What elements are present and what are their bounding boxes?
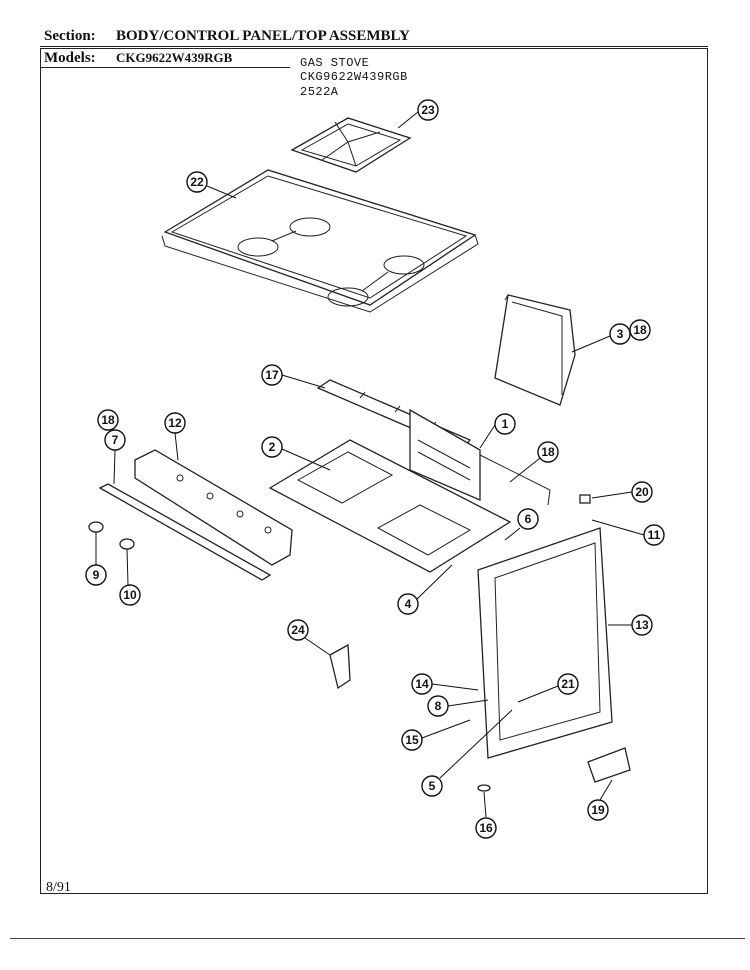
callout-20[interactable]: 20 [591,481,653,503]
diagram-frame [40,48,708,894]
svg-text:12: 12 [168,416,182,430]
callout-10[interactable]: 10 [119,548,141,606]
side-panel-part [494,294,576,406]
callout-15[interactable]: 15 [401,719,471,751]
svg-text:22: 22 [190,175,204,189]
clip-20-part [579,494,591,504]
svg-text:6: 6 [525,512,532,526]
callout-2[interactable]: 2 [261,436,331,471]
section-label: Section: [44,28,96,44]
subtitle-line2: CKG9622W439RGB [300,70,408,84]
callout-6[interactable]: 6 [504,508,539,541]
svg-text:2: 2 [269,440,276,454]
header-rule [40,46,708,48]
svg-text:14: 14 [415,677,429,691]
control-panel-part [134,449,293,566]
manifold-part [409,408,551,506]
cooktop-part [161,169,479,313]
callout-21[interactable]: 21 [517,673,579,703]
models-rule [40,67,290,69]
svg-text:5: 5 [429,779,436,793]
callout-9[interactable]: 9 [85,532,107,586]
svg-text:13: 13 [635,618,649,632]
svg-text:17: 17 [265,368,279,382]
callout-4[interactable]: 4 [397,564,453,615]
subtitle-line1: GAS STOVE [300,56,370,70]
callout-1[interactable]: 1 [479,413,516,449]
callout-8[interactable]: 8 [427,695,489,717]
footer-date: 8/91 [46,880,71,895]
bracket-part [329,643,351,690]
callout-16[interactable]: 16 [475,791,497,839]
foot-16-part [477,784,491,792]
leveling-bracket-part [587,747,631,783]
callout-18-center[interactable]: 18 [509,441,559,483]
burner-box-part [268,439,512,573]
svg-text:18: 18 [101,413,115,427]
grate-part [290,117,412,173]
callout-22[interactable]: 22 [186,171,237,199]
callout-17[interactable]: 17 [261,364,326,389]
svg-text:18: 18 [541,445,555,459]
callout-5[interactable]: 5 [421,709,513,797]
svg-text:7: 7 [112,433,119,447]
callout-7[interactable]: 7 [104,429,126,485]
svg-text:4: 4 [405,597,412,611]
svg-text:1: 1 [502,417,509,431]
svg-text:9: 9 [93,568,100,582]
page-bottom-rule [10,938,745,940]
svg-text:15: 15 [405,733,419,747]
callout-19[interactable]: 19 [587,779,613,821]
callout-14[interactable]: 14 [411,673,479,695]
subtitle-line3: 2522A [300,85,339,99]
callout-13[interactable]: 13 [608,614,653,636]
svg-text:18: 18 [633,323,647,337]
svg-text:3: 3 [617,327,624,341]
svg-text:19: 19 [591,803,605,817]
models-label: Models: [44,50,96,66]
oven-door-frame-part [477,527,613,759]
callout-23[interactable]: 23 [397,99,439,129]
models-value: CKG9622W439RGB [116,50,233,65]
svg-text:11: 11 [648,528,661,542]
svg-text:24: 24 [291,623,305,637]
svg-text:16: 16 [479,821,493,835]
callout-24[interactable]: 24 [287,619,331,656]
svg-text:8: 8 [435,699,442,713]
callout-18-left[interactable]: 18 [97,409,119,431]
trim-strip-part [98,483,272,581]
callout-11[interactable]: 11 [591,519,665,546]
svg-text:10: 10 [123,588,137,602]
svg-text:21: 21 [561,677,575,691]
callout-3[interactable]: 3 [571,323,631,353]
section-title: BODY/CONTROL PANEL/TOP ASSEMBLY [116,28,410,44]
svg-text:20: 20 [635,485,649,499]
callout-12[interactable]: 12 [164,412,186,461]
svg-text:23: 23 [421,103,435,117]
callout-18-side-panel[interactable]: 18 [629,319,651,341]
